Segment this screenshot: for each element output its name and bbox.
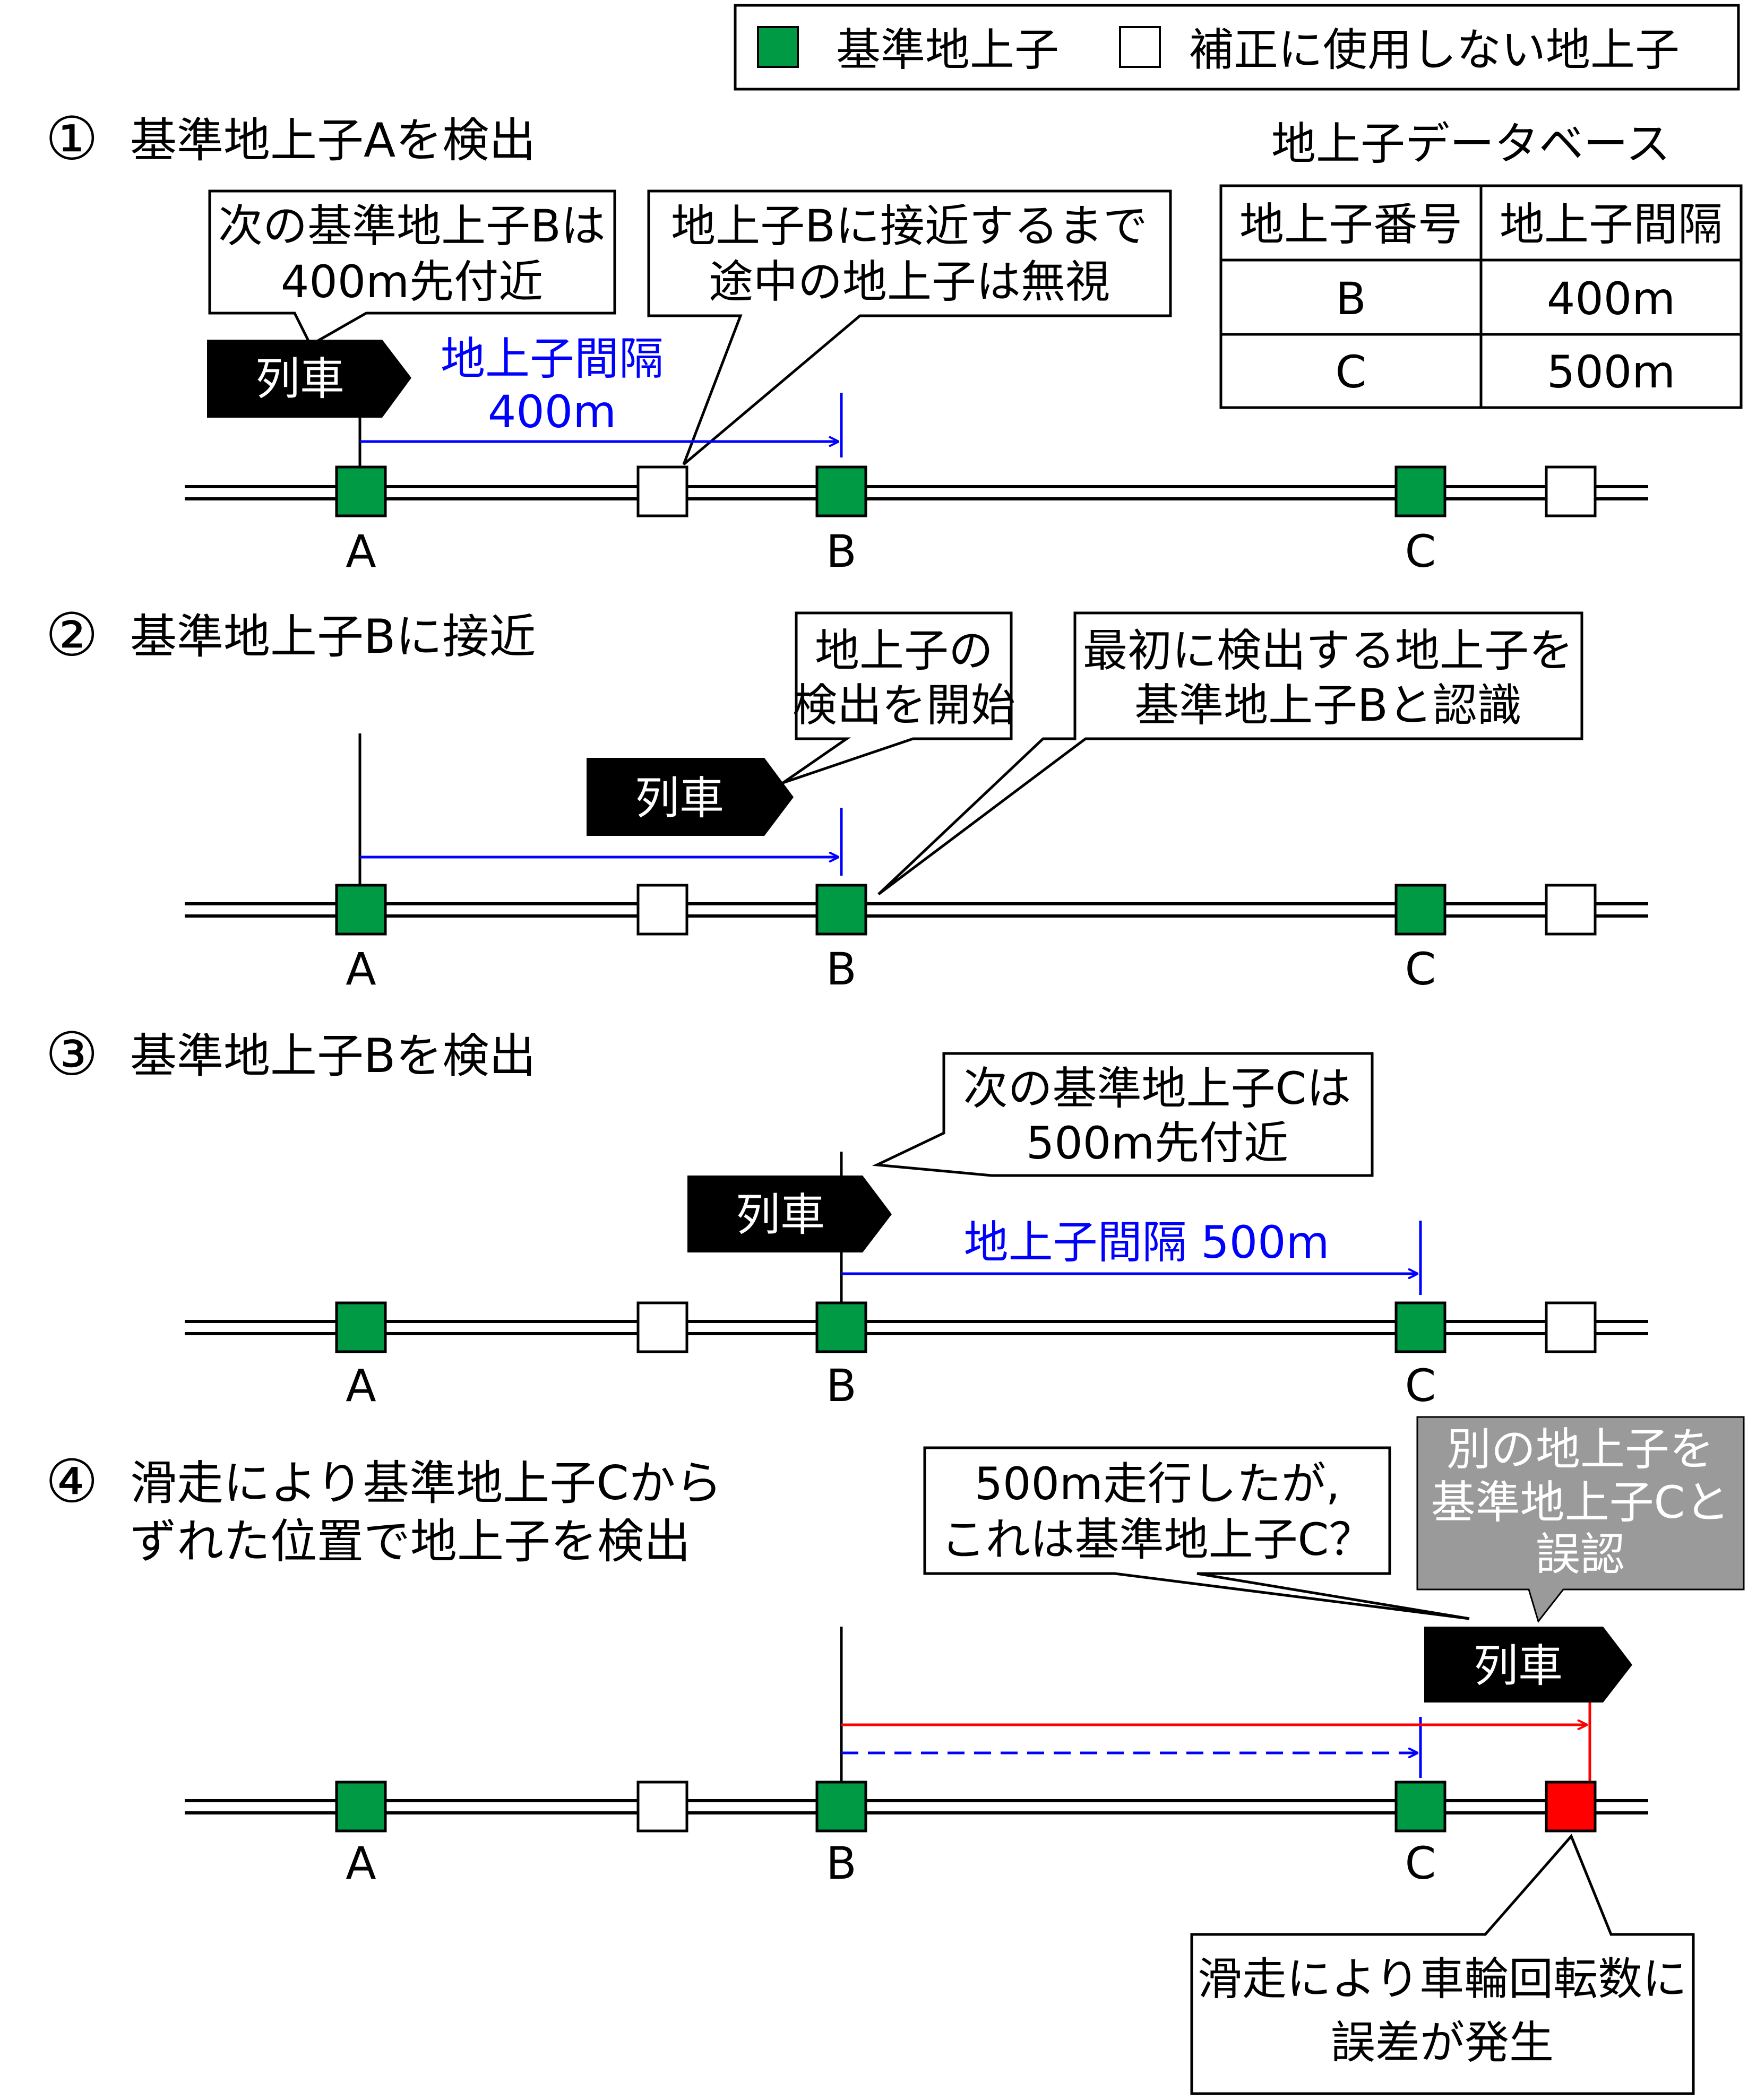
step-1-title: 基準地上子Aを検出 xyxy=(130,113,536,168)
reference-transponder xyxy=(335,1781,387,1833)
callout-line: 検出を開始 xyxy=(793,679,1015,731)
legend-unused-swatch xyxy=(1119,26,1161,68)
reference-transponder xyxy=(1394,1781,1446,1833)
interval-label: 400m xyxy=(488,386,616,438)
step-4-title: 滑走により基準地上子Cから xyxy=(130,1456,722,1510)
callout xyxy=(923,1446,1470,1620)
reference-transponder xyxy=(815,465,867,517)
legend-reference-swatch xyxy=(757,26,799,68)
database-title: 地上子データベース xyxy=(1271,118,1670,170)
callout-line: 次の基準地上子Bは xyxy=(218,200,606,252)
train-label: 列車 xyxy=(635,772,724,824)
callout-line: 400m先付近 xyxy=(281,256,543,308)
track-label: C xyxy=(1405,525,1436,577)
callout xyxy=(872,1052,1374,1177)
step-3: ③ 基準地上子Bを検出 次の基準地上子Cは 500m先付近 列車 地上子間隔 5… xyxy=(45,1020,1648,1412)
track-label: A xyxy=(346,525,376,577)
track-label: B xyxy=(826,1360,857,1412)
callout-line: 途中の地上子は無視 xyxy=(709,256,1110,308)
callout-line: 基準地上子Bと認識 xyxy=(1134,679,1522,731)
track-label: B xyxy=(826,943,857,995)
callout xyxy=(877,611,1583,895)
callout-line: 地上子の xyxy=(815,625,993,677)
unused-transponder xyxy=(1545,465,1597,517)
callout-line: 誤差が発生 xyxy=(1331,2017,1554,2069)
track-label: B xyxy=(826,1837,857,1889)
unused-transponder xyxy=(636,1301,688,1353)
legend-unused-label: 補正に使用しない地上子 xyxy=(1189,24,1680,76)
reference-transponder xyxy=(335,1301,387,1353)
track-label: A xyxy=(346,1837,376,1889)
reference-transponder xyxy=(335,465,387,517)
callout-line: 500m先付近 xyxy=(1026,1117,1288,1169)
callout-line: 誤認 xyxy=(1536,1528,1625,1580)
step-1-number: ① xyxy=(45,105,98,174)
callout-line: 次の基準地上子Cは xyxy=(963,1062,1351,1114)
unused-transponder xyxy=(1545,1301,1597,1353)
track-label: C xyxy=(1405,943,1436,995)
misread-transponder xyxy=(1545,1781,1597,1833)
interval-label: 地上子間隔 500m xyxy=(964,1216,1330,1268)
callout xyxy=(782,611,1013,784)
step-4: ④ 滑走により基準地上子Cから ずれた位置で地上子を検出 500m走行したが, … xyxy=(45,1416,1745,2095)
step-2-number: ② xyxy=(45,601,98,670)
track-label: B xyxy=(826,525,857,577)
track-label: A xyxy=(346,1360,376,1412)
reference-transponder xyxy=(335,884,387,936)
interval-label: 地上子間隔 xyxy=(441,333,664,385)
train: 列車 xyxy=(587,758,794,836)
reference-transponder xyxy=(815,1301,867,1353)
train: 列車 xyxy=(687,1176,892,1252)
unused-transponder xyxy=(636,884,688,936)
step-3-title: 基準地上子Bを検出 xyxy=(130,1029,536,1083)
reference-transponder xyxy=(1394,1301,1446,1353)
legend: 基準地上子 補正に使用しない地上子 xyxy=(734,4,1740,91)
callout-line: 地上子Bに接近するまで xyxy=(671,200,1148,252)
train-label: 列車 xyxy=(736,1189,825,1241)
train-label: 列車 xyxy=(1474,1640,1563,1692)
step-1: ① 基準地上子Aを検出 次の基準地上子Bは 400m先付近 地上子Bに接近するま… xyxy=(45,105,1648,577)
step-4-number: ④ xyxy=(45,1447,98,1516)
train: 列車 xyxy=(207,340,411,418)
step-2: ② 基準地上子Bに接近 地上子の 検出を開始 最初に検出する地上子を 基準地上子… xyxy=(45,601,1648,995)
callout-gray xyxy=(1416,1416,1745,1623)
database-cell-interval: 400m xyxy=(1547,273,1675,325)
train: 列車 xyxy=(1424,1627,1632,1703)
reference-transponder xyxy=(815,884,867,936)
legend-frame xyxy=(734,4,1740,91)
database-table: 地上子データベース 地上子番号 地上子間隔 B 400m C 500m xyxy=(1219,118,1743,409)
track-label: C xyxy=(1405,1837,1436,1889)
callout xyxy=(647,189,1172,465)
database-header-interval: 地上子間隔 xyxy=(1500,198,1723,250)
unused-transponder xyxy=(1545,884,1597,936)
callout xyxy=(208,189,616,347)
callout-line: 別の地上子を xyxy=(1446,1423,1714,1475)
reference-transponder xyxy=(815,1781,867,1833)
track-label: C xyxy=(1405,1360,1436,1412)
database-header-id: 地上子番号 xyxy=(1239,198,1462,250)
callout-line: これは基準地上子C？ xyxy=(941,1514,1374,1566)
callout xyxy=(1190,1834,1695,2095)
train-label: 列車 xyxy=(255,353,345,405)
database-cell-id: B xyxy=(1336,273,1366,325)
step-3-number: ③ xyxy=(45,1020,98,1089)
callout-line: 基準地上子Cと xyxy=(1431,1476,1730,1528)
reference-transponder xyxy=(1394,465,1446,517)
legend-reference-label: 基準地上子 xyxy=(836,24,1059,76)
callout-line: 最初に検出する地上子を xyxy=(1083,625,1573,677)
database-cell-id: C xyxy=(1336,346,1367,398)
callout-line: 500m走行したが, xyxy=(975,1458,1340,1510)
reference-transponder xyxy=(1394,884,1446,936)
track-label: A xyxy=(346,943,376,995)
unused-transponder xyxy=(636,1781,688,1833)
unused-transponder xyxy=(636,465,688,517)
database-cell-interval: 500m xyxy=(1547,346,1675,398)
step-4-title: ずれた位置で地上子を検出 xyxy=(130,1514,691,1569)
callout-line: 滑走により車輪回転数に xyxy=(1198,1953,1687,2005)
step-2-title: 基準地上子Bに接近 xyxy=(130,609,536,664)
